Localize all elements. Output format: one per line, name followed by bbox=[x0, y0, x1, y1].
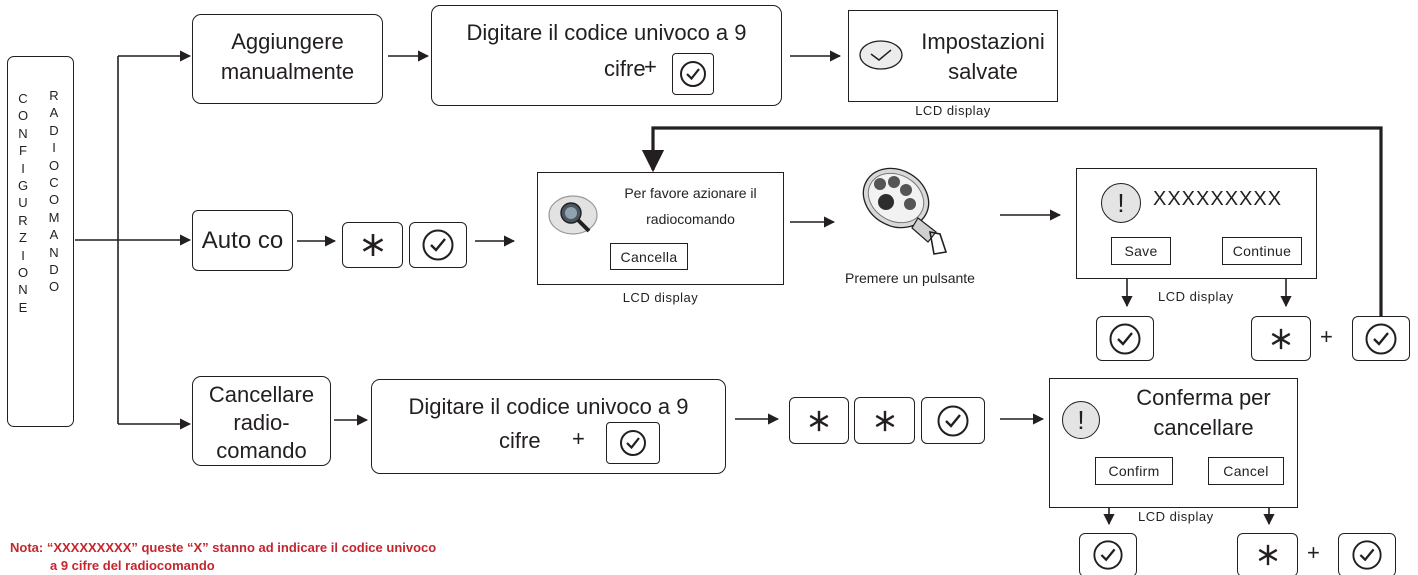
delete-remote-box: Cancellare radio- comando bbox=[192, 376, 331, 466]
auto-label: Auto co bbox=[201, 227, 284, 254]
lcd-code: ! XXXXXXXXX Save Continue bbox=[1076, 168, 1317, 279]
asterisk-icon bbox=[875, 410, 894, 431]
add-manually-label-2: manualmente bbox=[220, 59, 355, 84]
exclamation-icon: ! bbox=[1062, 401, 1100, 439]
plus-sign: + bbox=[644, 54, 657, 79]
lcd-prompt-line1: Per favore azionare il bbox=[624, 185, 757, 201]
check-circle-icon bbox=[620, 430, 646, 456]
asterisk-icon bbox=[1271, 328, 1291, 349]
star-key-1[interactable] bbox=[789, 397, 849, 444]
delete-label-2: radio- bbox=[233, 410, 290, 435]
key-fob-remote-icon bbox=[862, 167, 948, 255]
add-manually-label-1: Aggiungere bbox=[231, 29, 344, 54]
check-key-cancel[interactable] bbox=[1338, 533, 1396, 575]
cancella-button[interactable]: Cancella bbox=[610, 243, 688, 270]
check-circle-icon bbox=[680, 61, 706, 87]
note-line-2: a 9 cifre del radiocomando bbox=[50, 558, 215, 573]
enter-code-line2: cifre bbox=[499, 428, 541, 453]
check-ellipse-icon bbox=[859, 40, 903, 70]
lcd-saved-line2: salvate bbox=[948, 59, 1018, 84]
asterisk-icon bbox=[809, 410, 829, 431]
check-key[interactable] bbox=[672, 53, 714, 95]
star-key-2[interactable] bbox=[854, 397, 915, 444]
add-manually-box: Aggiungere manualmente bbox=[192, 14, 383, 104]
plus-sign: + bbox=[1307, 540, 1320, 565]
enter-code-box-row1: Digitare il codice univoco a 9 cifre + bbox=[431, 5, 782, 106]
code-placeholder: XXXXXXXXX bbox=[1153, 188, 1283, 210]
lcd-saved-caption: LCD display bbox=[915, 103, 991, 118]
check-circle-icon bbox=[937, 405, 969, 436]
check-key-confirm[interactable] bbox=[1079, 533, 1137, 575]
star-key-continue[interactable] bbox=[1251, 316, 1311, 361]
check-key-row2[interactable] bbox=[409, 222, 467, 268]
confirm-button[interactable]: Confirm bbox=[1095, 457, 1173, 485]
lcd-saved: Impostazioni salvate bbox=[848, 10, 1058, 102]
lcd-prompt-caption: LCD display bbox=[622, 290, 699, 305]
lcd-confirm-line1: Conferma per bbox=[1136, 385, 1271, 410]
note-line-1: Nota: “XXXXXXXXX” queste “X” stanno ad i… bbox=[10, 540, 437, 555]
enter-code-box-row3: Digitare il codice univoco a 9 cifre + bbox=[371, 379, 726, 474]
continue-button[interactable]: Continue bbox=[1222, 237, 1302, 265]
plus-sign: + bbox=[1320, 324, 1333, 349]
lcd-confirm: ! Conferma per cancellare Confirm Cancel bbox=[1049, 378, 1298, 508]
check-key-row3[interactable] bbox=[921, 397, 985, 444]
lcd-code-caption: LCD display bbox=[1158, 289, 1234, 304]
check-circle-icon bbox=[1365, 323, 1397, 354]
check-key[interactable] bbox=[606, 422, 660, 464]
exclamation-icon: ! bbox=[1101, 183, 1141, 223]
auto-box: Auto co bbox=[192, 210, 293, 271]
check-circle-icon bbox=[422, 229, 454, 261]
enter-code-line1: Digitare il codice univoco a 9 bbox=[466, 20, 747, 45]
lcd-confirm-line2: cancellare bbox=[1153, 415, 1254, 440]
delete-label-1: Cancellare bbox=[208, 382, 315, 407]
enter-code-line1: Digitare il codice univoco a 9 bbox=[408, 394, 689, 419]
check-circle-icon bbox=[1352, 540, 1382, 570]
magnifier-icon bbox=[548, 195, 598, 235]
remote-caption: Premere un pulsante bbox=[845, 270, 975, 286]
star-key-row2[interactable] bbox=[342, 222, 403, 268]
lcd-prompt-line2: radiocomando bbox=[646, 211, 735, 227]
asterisk-icon bbox=[362, 234, 383, 256]
lcd-saved-line1: Impostazioni bbox=[921, 29, 1045, 54]
cancel-button[interactable]: Cancel bbox=[1208, 457, 1284, 485]
delete-label-3: comando bbox=[216, 438, 307, 463]
save-button[interactable]: Save bbox=[1111, 237, 1171, 265]
star-key-cancel[interactable] bbox=[1237, 533, 1298, 575]
check-key-save[interactable] bbox=[1096, 316, 1154, 361]
enter-code-line2: cifre bbox=[604, 56, 646, 81]
check-circle-icon bbox=[1093, 540, 1123, 570]
check-key-continue[interactable] bbox=[1352, 316, 1410, 361]
lcd-prompt: Per favore azionare il radiocomando Canc… bbox=[537, 172, 784, 285]
check-circle-icon bbox=[1109, 323, 1141, 354]
asterisk-icon bbox=[1258, 544, 1277, 566]
link-loop-back bbox=[641, 126, 1383, 316]
plus-sign: + bbox=[572, 426, 585, 451]
lcd-confirm-caption: LCD display bbox=[1138, 509, 1214, 524]
